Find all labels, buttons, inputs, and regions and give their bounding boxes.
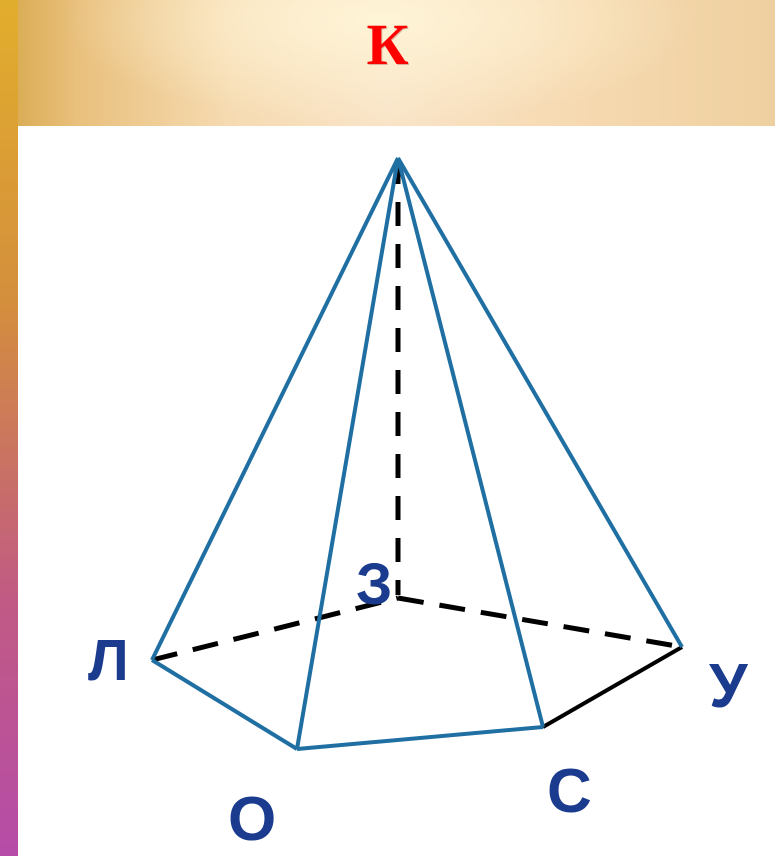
base-dashed-edge-right xyxy=(397,595,683,650)
lateral-edge-ko xyxy=(295,157,400,750)
lateral-edge-kl xyxy=(150,157,400,661)
slide-title: К xyxy=(366,12,409,77)
label-u: У xyxy=(709,652,749,721)
label-o: О xyxy=(228,785,276,854)
label-z: З xyxy=(356,552,392,617)
base-dashed-edge-left xyxy=(151,595,399,663)
lateral-edge-ks xyxy=(396,157,545,728)
left-color-strip xyxy=(0,0,18,856)
base-edge-os xyxy=(296,725,544,751)
base-edge-su xyxy=(542,645,683,729)
base-edge-lo xyxy=(150,658,299,751)
lateral-edge-ku xyxy=(396,156,684,649)
label-l: Л xyxy=(88,628,129,693)
label-s: С xyxy=(547,757,592,826)
